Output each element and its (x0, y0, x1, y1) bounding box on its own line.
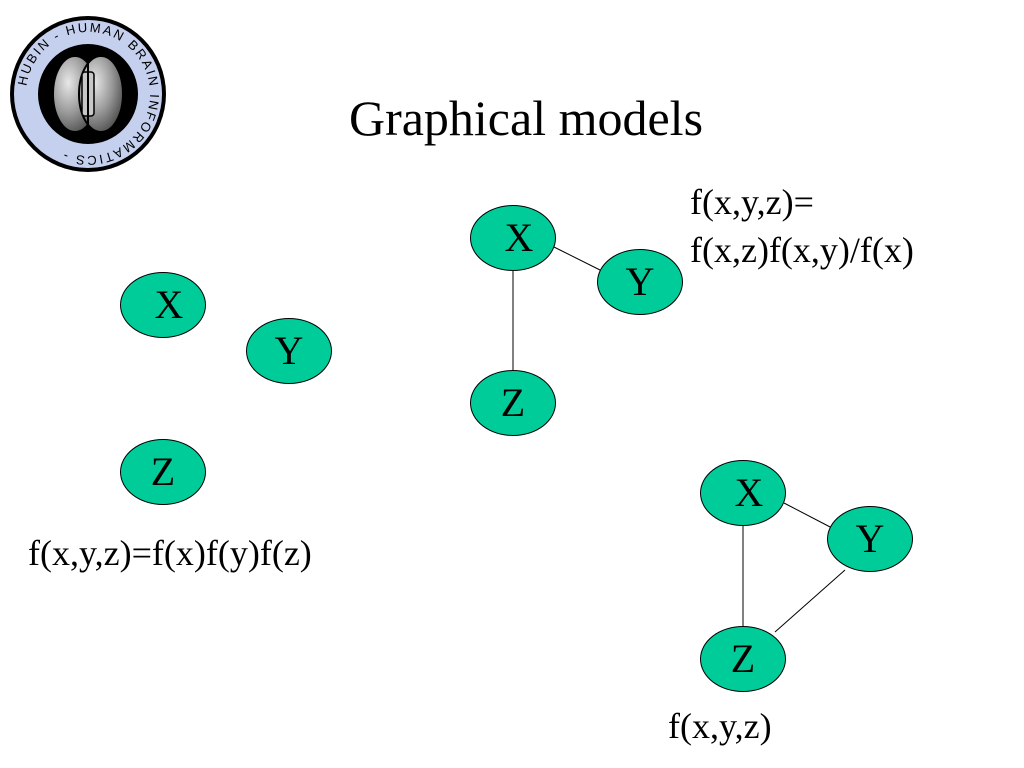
node-full-z: Z (700, 626, 786, 692)
formula-full: f(x,y,z) (668, 706, 772, 746)
node-independent-x: X (120, 272, 206, 338)
slide-title: Graphical models (348, 90, 704, 146)
edge-chain-x-y (553, 246, 605, 273)
edge-full-x-y (783, 502, 835, 530)
node-full-x: X (700, 460, 786, 526)
brain-icon (52, 55, 124, 133)
formula-independent: f(x,y,z)=f(x)f(y)f(z) (28, 533, 312, 573)
formula-chain-line1: f(x,y,z)= (690, 182, 814, 222)
node-chain-y: Y (597, 249, 683, 315)
hubin-logo: HUBIN - HUMAN BRAIN INFORMATICS - (10, 16, 166, 172)
formula-chain-line2: f(x,z)f(x,y)/f(x) (690, 230, 914, 270)
node-independent-y: Y (246, 318, 332, 384)
edge-full-y-z (774, 569, 846, 633)
node-independent-z: Z (120, 439, 206, 505)
formula-chain: f(x,y,z)= f(x,z)f(x,y)/f(x) (690, 178, 914, 274)
node-full-y: Y (827, 506, 913, 572)
node-chain-z: Z (470, 370, 556, 436)
node-chain-x: X (470, 205, 556, 271)
